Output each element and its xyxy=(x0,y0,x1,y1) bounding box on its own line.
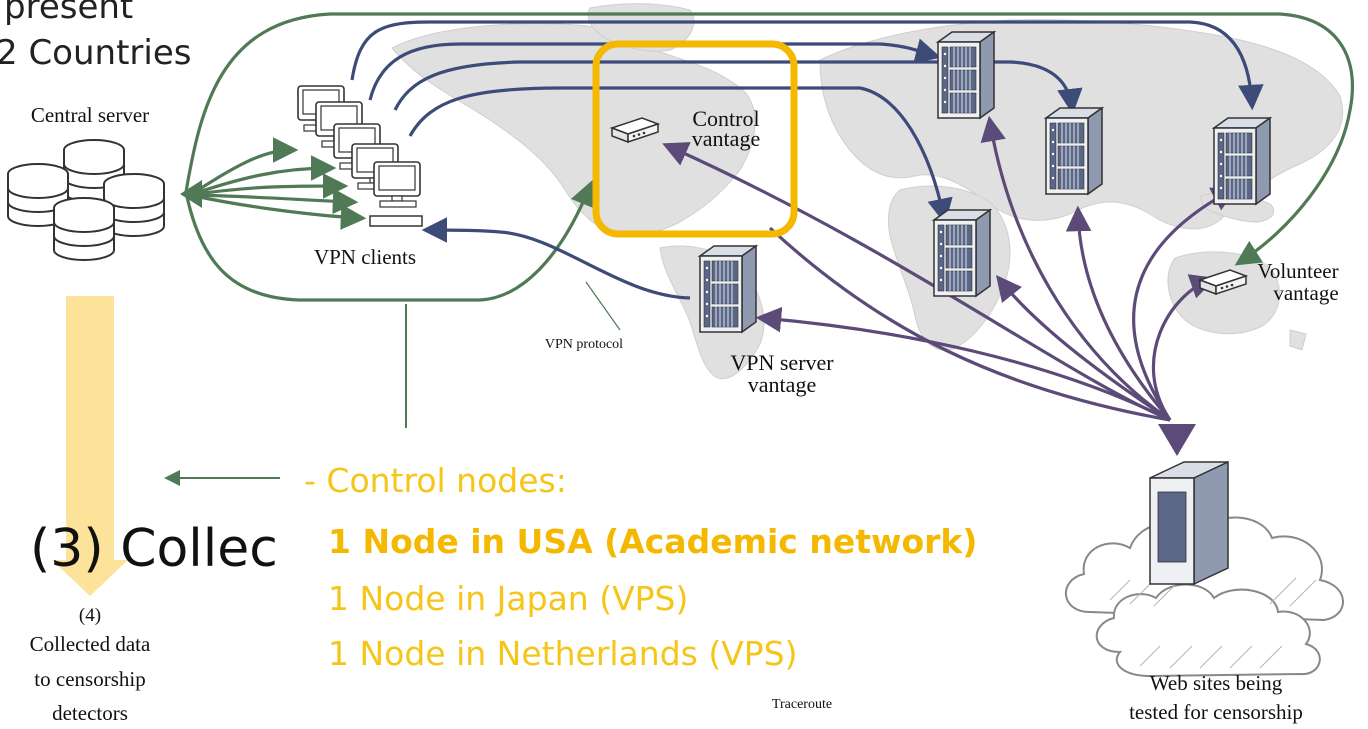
central-server-label: Central server xyxy=(31,103,149,127)
vpn-server-label-line2: vantage xyxy=(748,372,816,397)
collected-line3: detectors xyxy=(52,701,128,725)
control-vantage-label-line2: vantage xyxy=(692,126,760,151)
top-text-line2: 2 Countries xyxy=(0,33,191,73)
vpn-clients-icon xyxy=(297,85,421,208)
collect-arrow xyxy=(52,296,128,596)
green-hub-arrowhead xyxy=(180,180,202,208)
vpn-clients-label: VPN clients xyxy=(314,245,416,269)
websites-cloud-icon xyxy=(1065,460,1344,678)
vpn-protocol-label: VPN protocol xyxy=(545,337,623,352)
node-japan: 1 Node in Japan (VPS) xyxy=(328,579,688,618)
volunteer-label-line1: Volunteer xyxy=(1257,259,1338,283)
central-server-icon xyxy=(7,139,165,261)
control-nodes-heading: - Control nodes: xyxy=(304,461,567,500)
collected-line1: Collected data xyxy=(30,632,151,656)
vpn-protocol-pointer xyxy=(585,281,621,331)
vpn-server-label-line1: VPN server xyxy=(730,350,834,375)
control-vantage-label-line1: Control xyxy=(692,106,759,131)
volunteer-label-line2: vantage xyxy=(1273,281,1338,305)
server-rack-icon xyxy=(933,209,991,297)
keyboard-icon xyxy=(369,215,423,227)
green-links xyxy=(184,12,1355,302)
node-usa: 1 Node in USA (Academic network) xyxy=(328,522,977,561)
node-netherlands: 1 Node in Netherlands (VPS) xyxy=(328,634,798,673)
traceroute-label: Traceroute xyxy=(772,697,832,712)
websites-label-line2: tested for censorship xyxy=(1129,700,1303,724)
world-map xyxy=(391,3,1344,380)
top-text-line1: present xyxy=(4,0,133,27)
server-rack-icon xyxy=(1213,117,1271,205)
websites-arrowhead xyxy=(1158,424,1196,456)
purple-links xyxy=(662,115,1238,422)
vpn-server-rack-icon xyxy=(699,245,757,333)
blue-links xyxy=(350,20,1264,300)
server-rack-icon xyxy=(937,31,995,119)
collected-num: (4) xyxy=(79,605,101,626)
server-rack-icon xyxy=(1045,107,1103,195)
collected-line2: to censorship xyxy=(34,667,145,691)
collect-heading: (3) Collec xyxy=(30,519,278,579)
control-vantage-highlight xyxy=(592,40,798,238)
websites-label-line1: Web sites being xyxy=(1150,671,1283,695)
